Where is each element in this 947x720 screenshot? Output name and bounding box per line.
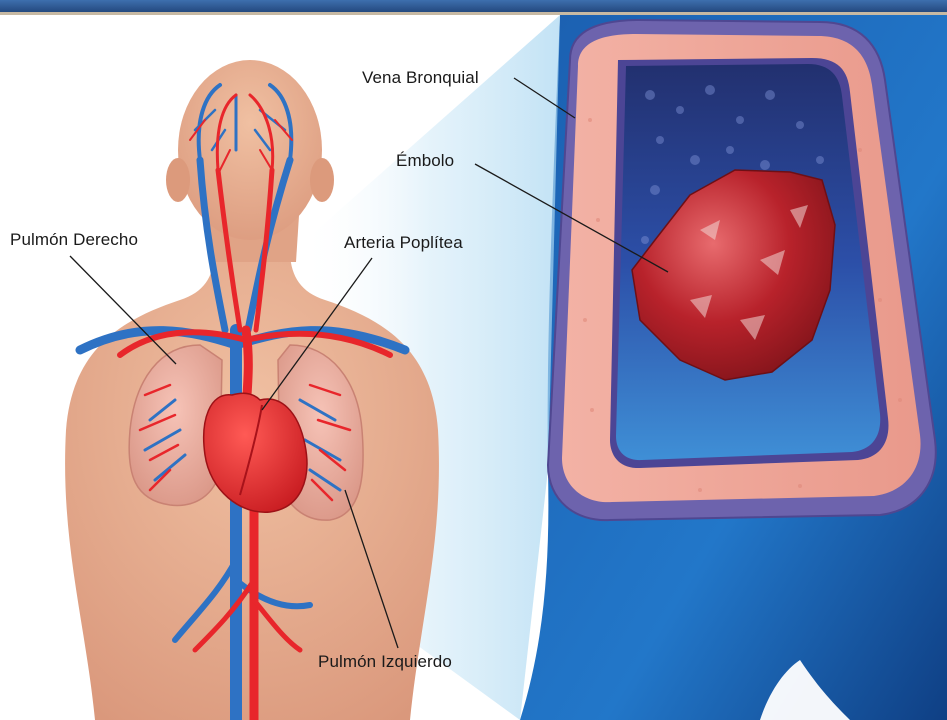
label-pulmon-izquierdo: Pulmón Izquierdo (318, 652, 452, 672)
label-arteria-poplitea: Arteria Poplítea (344, 233, 463, 253)
top-bar-edge (0, 12, 947, 15)
label-embolo: Émbolo (396, 151, 454, 171)
top-bar (0, 0, 947, 12)
human-torso-icon (65, 60, 439, 720)
label-vena-bronquial: Vena Bronquial (362, 68, 479, 88)
blood-vessel-icon (548, 20, 936, 520)
label-pulmon-derecho: Pulmón Derecho (10, 230, 138, 250)
